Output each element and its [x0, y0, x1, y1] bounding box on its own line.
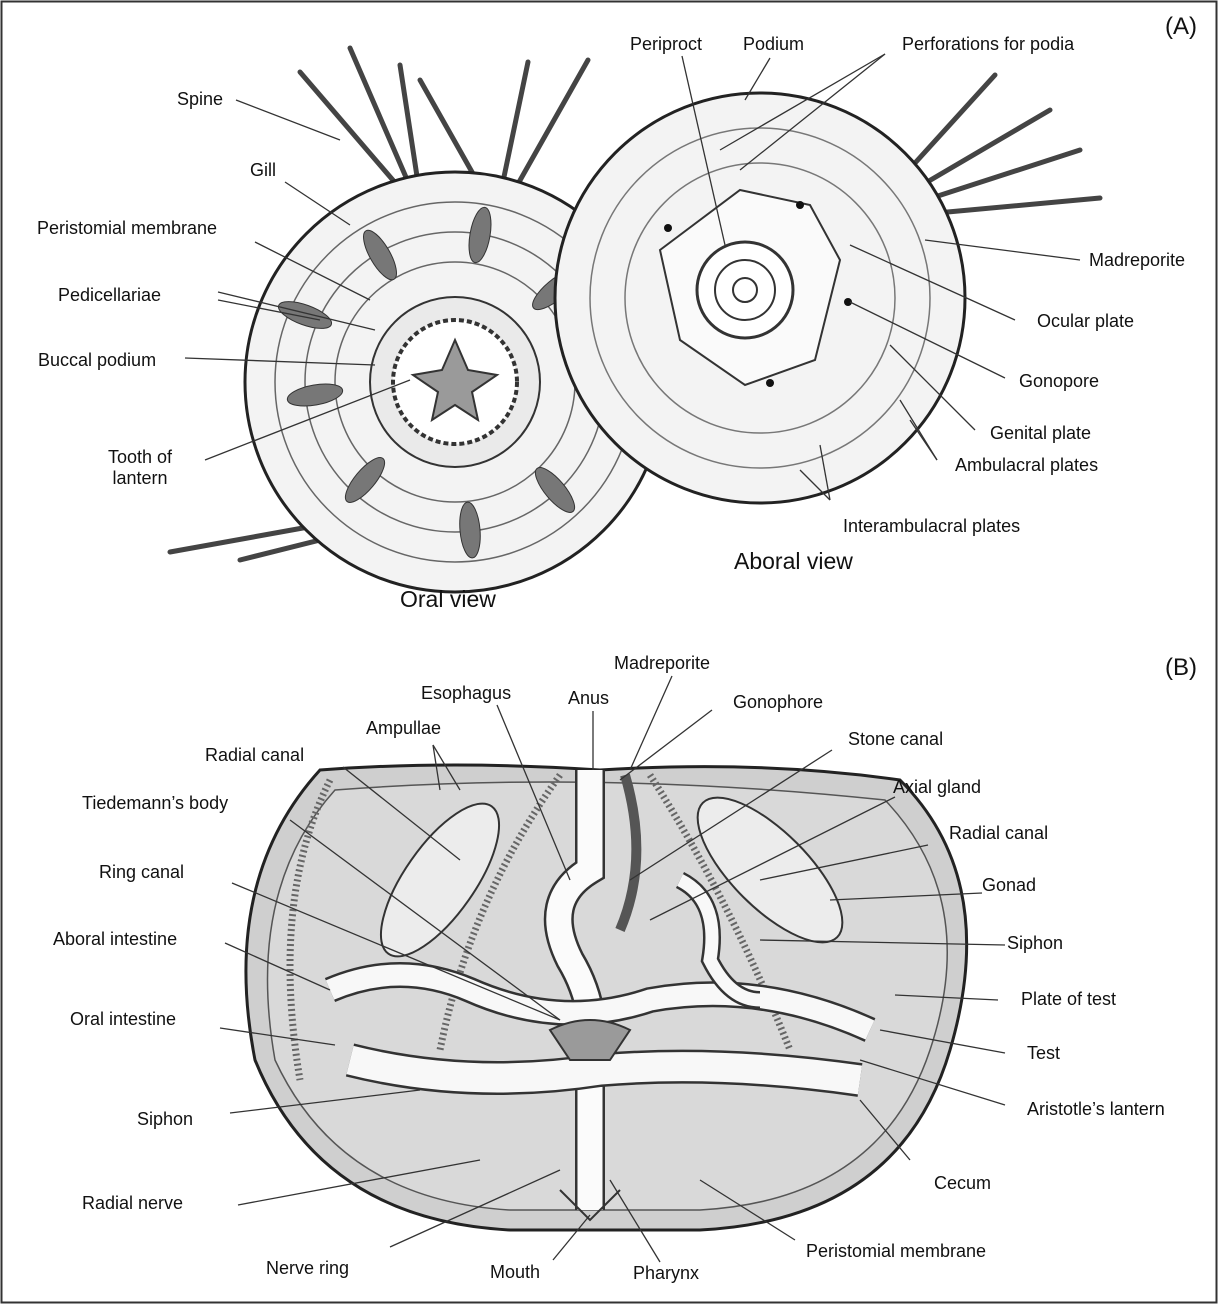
label-ring-canal: Ring canal [99, 862, 184, 883]
label-aboral-intestine: Aboral intestine [53, 929, 177, 950]
oral-view-caption: Oral view [400, 589, 496, 610]
label-interambulacral-plates: Interambulacral plates [843, 516, 1020, 537]
label-spine: Spine [177, 89, 223, 110]
label-ocular-plate: Ocular plate [1037, 311, 1134, 332]
label-radial-nerve: Radial nerve [82, 1193, 183, 1214]
label-test: Test [1027, 1043, 1060, 1064]
label-stone-canal: Stone canal [848, 729, 943, 750]
label-nerve-ring: Nerve ring [266, 1258, 349, 1279]
label-gonopore: Gonopore [1019, 371, 1099, 392]
label-cecum: Cecum [934, 1173, 991, 1194]
label-pharynx: Pharynx [633, 1263, 699, 1284]
label-buccal-podium: Buccal podium [38, 350, 156, 371]
label-anus: Anus [568, 688, 609, 709]
label-pedicellariae: Pedicellariae [58, 285, 161, 306]
label-esophagus: Esophagus [421, 683, 511, 704]
label-madreporite-a: Madreporite [1089, 250, 1185, 271]
label-siphon-right: Siphon [1007, 933, 1063, 954]
label-siphon-left: Siphon [137, 1109, 193, 1130]
label-perforations-for-podia: Perforations for podia [902, 34, 1074, 55]
label-gill: Gill [250, 160, 276, 181]
panel-a-tag: (A) [1165, 16, 1197, 37]
label-podium: Podium [743, 34, 804, 55]
label-gonophore: Gonophore [733, 692, 823, 713]
label-ambulacral-plates: Ambulacral plates [955, 455, 1098, 476]
label-gonad: Gonad [982, 875, 1036, 896]
label-radial-canal-right: Radial canal [949, 823, 1048, 844]
internal-anatomy-drawing [246, 765, 967, 1230]
label-periproct: Periproct [630, 34, 702, 55]
aboral-view-caption: Aboral view [734, 551, 853, 572]
label-madreporite-b: Madreporite [614, 653, 710, 674]
label-mouth: Mouth [490, 1262, 540, 1283]
label-axial-gland: Axial gland [893, 777, 981, 798]
label-peristomial-membrane-b: Peristomial membrane [806, 1241, 986, 1262]
label-peristomial-membrane-a: Peristomial membrane [37, 218, 217, 239]
label-radial-canal-left: Radial canal [205, 745, 304, 766]
label-tiedemanns-body: Tiedemann’s body [82, 793, 228, 814]
label-ampullae: Ampullae [366, 718, 441, 739]
panel-b-tag: (B) [1165, 657, 1197, 678]
label-plate-of-test: Plate of test [1021, 989, 1116, 1010]
label-genital-plate: Genital plate [990, 423, 1091, 444]
label-oral-intestine: Oral intestine [70, 1009, 176, 1030]
label-aristotles-lantern: Aristotle’s lantern [1027, 1099, 1165, 1120]
label-tooth-of-lantern: Tooth of lantern [80, 447, 200, 489]
